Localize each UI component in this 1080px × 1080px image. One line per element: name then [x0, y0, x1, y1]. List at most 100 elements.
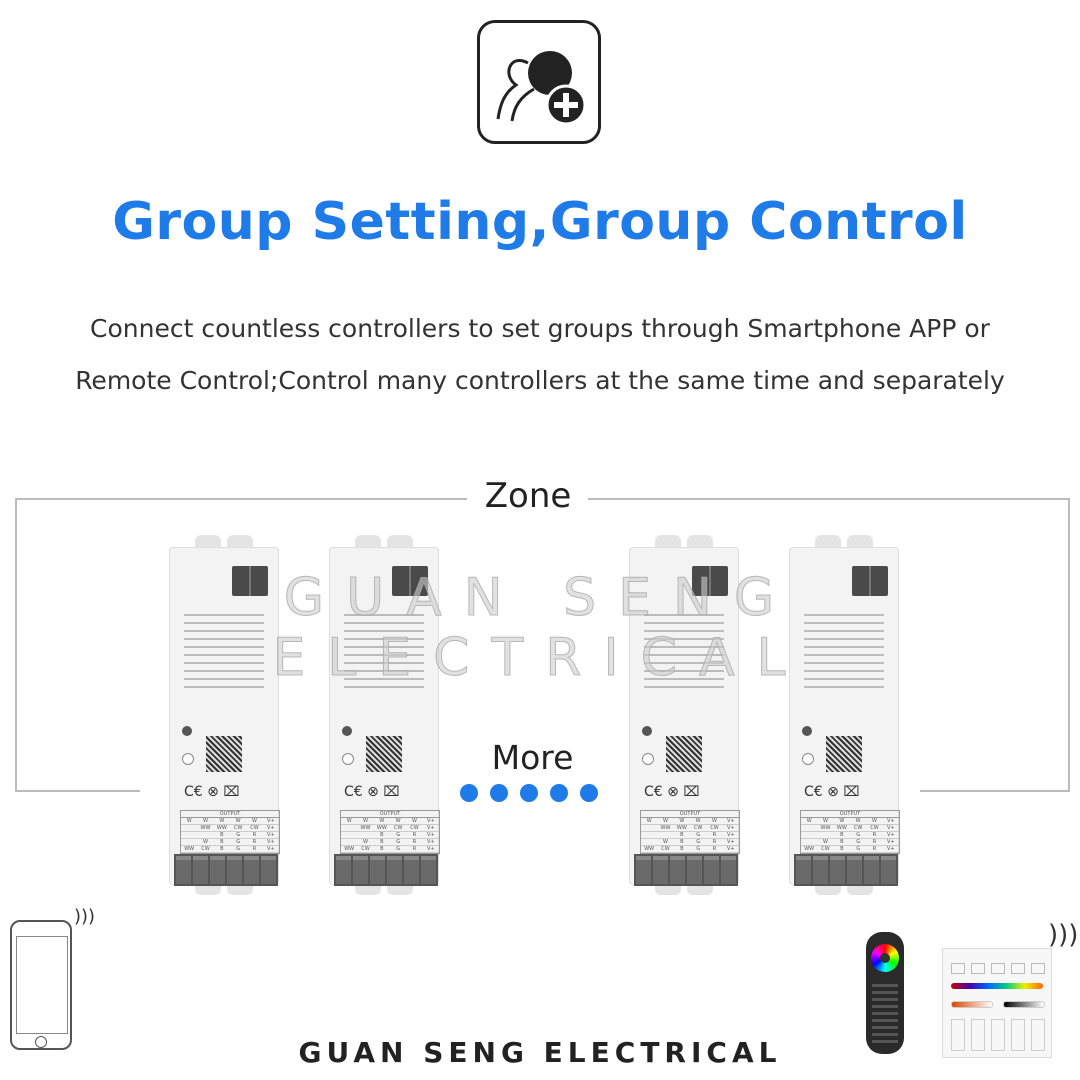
output-cell: WW [360, 825, 371, 831]
set-button [802, 753, 814, 765]
output-cell [817, 832, 833, 838]
output-cell: W [395, 818, 401, 824]
input-terminal [392, 566, 428, 596]
output-cell [181, 839, 197, 845]
rf-remote [866, 932, 904, 1054]
set-button [182, 753, 194, 765]
output-cell: CW [250, 825, 259, 831]
output-cell: WW [676, 825, 687, 831]
output-cell: B [380, 839, 384, 845]
output-cell [641, 839, 657, 845]
certification-marks: C€ ⊗ ⌧ [644, 784, 700, 800]
wall-panel [942, 948, 1052, 1058]
output-cell: V+ [726, 839, 735, 845]
output-cell: W [363, 818, 368, 824]
zone-border-right [1068, 498, 1070, 791]
zone-border-top-left [15, 498, 467, 500]
output-cell: W [823, 839, 828, 845]
qr-code [826, 736, 862, 772]
qr-code [206, 736, 242, 772]
output-cell: WW [644, 846, 655, 852]
output-cell: W [346, 818, 352, 824]
more-dot [580, 784, 598, 802]
output-cell: W [646, 818, 652, 824]
certification-marks: C€ ⊗ ⌧ [184, 784, 240, 800]
output-header: OUTPUT [181, 811, 279, 818]
output-cell [341, 839, 357, 845]
pairing-button [642, 726, 652, 736]
output-cell [341, 825, 357, 831]
output-cell: CW [853, 825, 863, 831]
output-cell: W [379, 818, 385, 824]
zone-border-bottom-right [920, 790, 1070, 792]
output-cell: V+ [426, 832, 435, 838]
output-cell [181, 832, 197, 838]
output-cell: CW [710, 825, 719, 831]
output-cell: V+ [726, 832, 735, 838]
output-cell: V+ [886, 846, 895, 852]
output-cell: CW [361, 846, 370, 852]
output-cell: G [396, 832, 401, 838]
output-cell: G [856, 839, 861, 845]
output-cell: R [252, 846, 257, 852]
output-cell: V+ [726, 825, 735, 831]
zone-label: Zone [484, 476, 572, 516]
output-cell: R [412, 832, 417, 838]
output-cell: B [840, 846, 844, 852]
zone-border-bottom-left [15, 790, 140, 792]
output-cell: V+ [426, 825, 435, 831]
output-cell: R [252, 832, 257, 838]
pairing-button [342, 726, 352, 736]
output-cell: W [855, 818, 861, 824]
output-cell: G [396, 839, 401, 845]
output-cell: CW [821, 846, 830, 852]
wireless-signal-icon: ))) [1048, 920, 1079, 950]
output-cell: V+ [266, 825, 275, 831]
output-cell: W [806, 818, 812, 824]
output-cell [197, 832, 213, 838]
output-cell: V+ [426, 839, 435, 845]
output-cell: V+ [726, 818, 735, 824]
output-cell: W [663, 839, 668, 845]
output-cell: W [363, 839, 368, 845]
output-cell: G [856, 846, 861, 852]
output-cell: G [696, 839, 701, 845]
more-dot [520, 784, 538, 802]
output-cell: V+ [266, 832, 275, 838]
output-cell: W [235, 818, 241, 824]
output-cell: W [663, 818, 668, 824]
description-line-1: Connect countless controllers to set gro… [90, 314, 990, 343]
output-cell: G [396, 846, 401, 852]
zone-border-left [15, 498, 17, 791]
output-cell: V+ [266, 839, 275, 845]
output-terminal [634, 854, 738, 886]
output-cell [801, 825, 817, 831]
output-cell: CW [870, 825, 879, 831]
output-cell [801, 832, 817, 838]
output-cell: B [380, 846, 384, 852]
output-cell: V+ [886, 839, 895, 845]
input-terminal [852, 566, 888, 596]
output-cell: V+ [426, 818, 435, 824]
more-label: More [491, 738, 574, 777]
output-cell: WW [804, 846, 815, 852]
smartphone-icon [10, 920, 72, 1050]
output-cell [801, 839, 817, 845]
output-cell: R [252, 839, 257, 845]
output-cell: G [236, 839, 241, 845]
